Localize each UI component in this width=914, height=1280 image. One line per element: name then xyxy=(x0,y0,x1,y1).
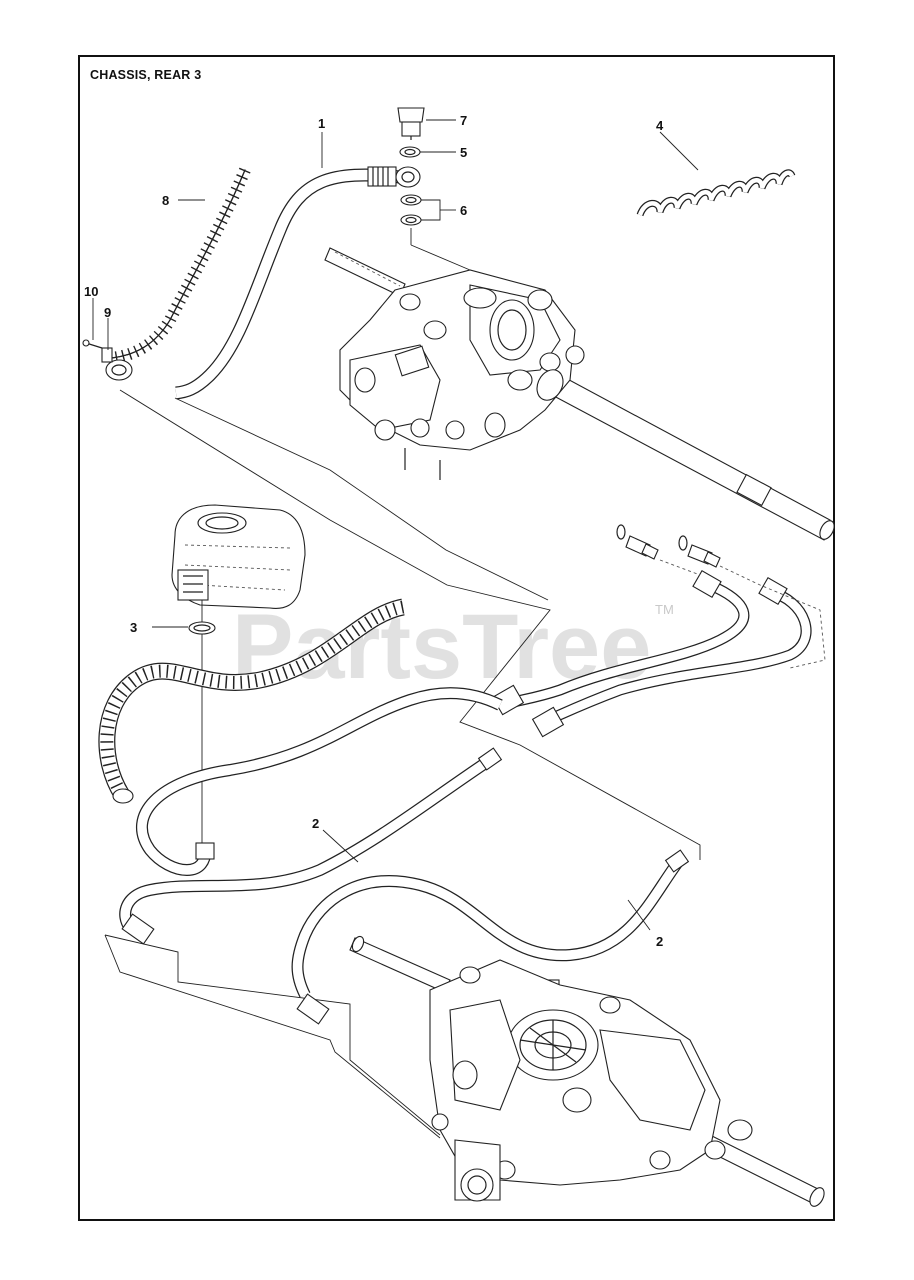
washer-5 xyxy=(399,146,421,158)
upper-transmission xyxy=(324,247,835,541)
spiral-guard-8 xyxy=(111,167,251,364)
callout-5: 5 xyxy=(460,145,467,160)
callout-8: 8 xyxy=(162,193,169,208)
hose-2-upper xyxy=(119,747,503,945)
hose-clamp-9 xyxy=(101,347,133,381)
callout-3: 3 xyxy=(130,620,137,635)
trademark-text: TM xyxy=(655,602,674,617)
hose-2-lower xyxy=(291,849,690,1025)
fitting-left xyxy=(625,535,659,560)
fitting-right xyxy=(687,544,721,568)
callout-6: 6 xyxy=(460,203,467,218)
return-hose xyxy=(135,687,503,876)
spring-4 xyxy=(636,169,796,217)
banjo-bolt-7 xyxy=(397,107,425,140)
diagram-title: CHASSIS, REAR 3 xyxy=(90,68,202,82)
callout-1: 1 xyxy=(318,116,325,131)
lower-transmission xyxy=(349,935,825,1207)
callout-4: 4 xyxy=(656,118,664,133)
callout-10: 10 xyxy=(84,284,98,299)
spiral-guard-lower xyxy=(98,598,406,804)
hydraulic-line-right xyxy=(531,576,812,738)
assembly-lines xyxy=(104,389,701,1139)
oring-left xyxy=(616,524,626,540)
callout-2-upper: 2 xyxy=(312,816,319,831)
hose-1 xyxy=(175,166,421,400)
oring-right xyxy=(678,535,688,551)
washer-6-upper xyxy=(400,194,422,206)
reservoir-tank xyxy=(171,504,306,609)
hydraulic-line-left xyxy=(491,569,750,716)
leader-lines xyxy=(92,119,699,931)
washer-6-lower xyxy=(400,214,422,226)
hose-clamp-3 xyxy=(188,621,216,635)
callout-7: 7 xyxy=(460,113,467,128)
callout-2-lower: 2 xyxy=(656,934,663,949)
bolt-10 xyxy=(82,339,103,349)
callout-9: 9 xyxy=(104,305,111,320)
